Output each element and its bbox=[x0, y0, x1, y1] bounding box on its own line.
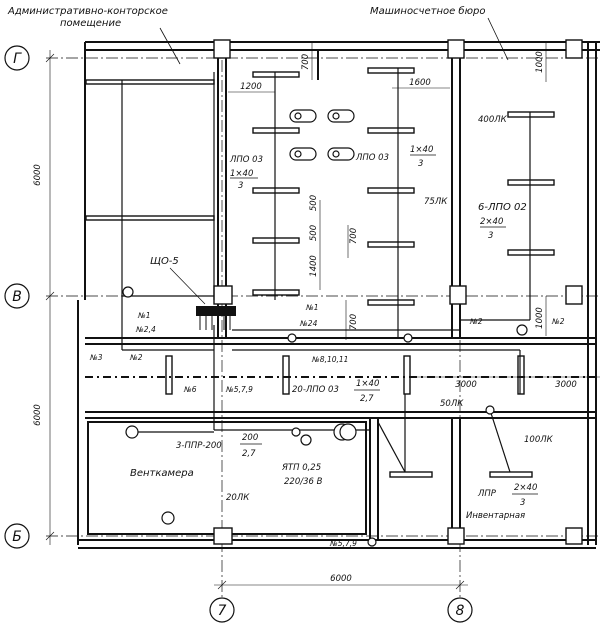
caption-admin-office-2: помещение bbox=[60, 18, 121, 29]
columns bbox=[213, 39, 583, 545]
axis-marker-8: 8 bbox=[447, 597, 473, 623]
axis-label-v: В bbox=[12, 289, 22, 305]
axis-marker-g: Г bbox=[4, 45, 30, 71]
axis-label-7: 7 bbox=[218, 603, 227, 619]
dim-3000-b: 3000 bbox=[555, 380, 577, 390]
dim-500b: 500 bbox=[309, 225, 319, 241]
dim-span-lower: 6000 bbox=[33, 404, 43, 426]
sconces bbox=[289, 109, 355, 161]
luminaires bbox=[85, 67, 555, 478]
label-lux-400: 400ЛК bbox=[478, 115, 508, 125]
dim-700-bot: 700 bbox=[349, 314, 359, 330]
label-n579-bot: №5,7,9 bbox=[329, 539, 357, 548]
leader-shcho bbox=[169, 267, 206, 305]
label-n1-left: №1 bbox=[137, 311, 151, 320]
label-lpo03-right-num: 1×40 bbox=[410, 145, 433, 155]
dim-1600: 1600 bbox=[409, 78, 431, 88]
label-lpo03-left-num: 1×40 bbox=[230, 169, 253, 179]
label-lpo02-den: 3 bbox=[488, 231, 493, 241]
label-n1-mid: №1 bbox=[305, 303, 319, 312]
walls bbox=[77, 41, 600, 549]
label-lpo03-left-den: 3 bbox=[238, 181, 243, 191]
dim-span-bottom: 6000 bbox=[330, 574, 352, 584]
label-vent: Венткамера bbox=[130, 468, 194, 479]
label-lux-20: 20ЛК bbox=[226, 493, 250, 503]
label-shcho: ЩО-5 bbox=[150, 256, 179, 267]
distribution-board bbox=[196, 306, 236, 330]
label-lux-75: 75ЛК bbox=[424, 197, 448, 207]
label-n24-mid: №24 bbox=[299, 319, 318, 328]
label-lpo02: 6-ЛПО 02 bbox=[478, 202, 527, 213]
label-lux-100: 100ЛК bbox=[524, 435, 554, 445]
label-ppr-num: 200 bbox=[242, 433, 258, 443]
caption-admin-office-1: Административно-конторское bbox=[7, 6, 168, 17]
dim-3000-a: 3000 bbox=[455, 380, 477, 390]
label-n2-right: №2 bbox=[551, 317, 565, 326]
axis-label-g: Г bbox=[13, 51, 22, 67]
dim-500a: 500 bbox=[309, 195, 319, 211]
dim-1000-top: 1000 bbox=[535, 51, 545, 73]
dim-span-upper: 6000 bbox=[33, 164, 43, 186]
label-n579-mid: №5,7,9 bbox=[225, 385, 253, 394]
label-ytp: ЯТП 0,25 bbox=[281, 463, 321, 473]
label-inventory: Инвентарная bbox=[466, 511, 525, 521]
label-lpr: ЛПР bbox=[477, 489, 497, 499]
label-lpo20: 20-ЛПО 03 bbox=[292, 385, 339, 395]
dim-1000-bot: 1000 bbox=[535, 307, 545, 329]
leader-admin bbox=[159, 27, 181, 65]
label-ytp-v: 220/36 В bbox=[284, 477, 323, 487]
dim-700-mid: 700 bbox=[349, 228, 359, 244]
label-lpo03-right-den: 3 bbox=[418, 159, 423, 169]
label-ppr-den: 2,7 bbox=[242, 449, 256, 459]
dimension-lines bbox=[45, 42, 600, 590]
label-lpo02-num: 2×40 bbox=[480, 217, 503, 227]
axis-marker-7: 7 bbox=[209, 597, 235, 623]
label-n2-left: №2 bbox=[129, 353, 143, 362]
dim-700-top: 700 bbox=[301, 54, 311, 70]
dim-1200: 1200 bbox=[240, 82, 262, 92]
switches bbox=[122, 286, 528, 547]
label-n3: №3 bbox=[89, 353, 103, 362]
axis-marker-b: Б bbox=[4, 523, 30, 549]
label-ppr: 3-ППР-200 bbox=[176, 441, 222, 451]
label-n24-left: №2,4 bbox=[135, 325, 156, 334]
label-lpr-num: 2×40 bbox=[514, 483, 537, 493]
axis-label-8: 8 bbox=[456, 603, 465, 619]
label-lpo03-right: ЛПО 03 bbox=[355, 153, 389, 163]
label-lux-50: 50ЛК bbox=[440, 399, 464, 409]
label-lpo03-left: ЛПО 03 bbox=[229, 155, 263, 165]
label-lpr-den: 3 bbox=[520, 498, 525, 508]
dim-1400: 1400 bbox=[309, 255, 319, 277]
label-lpo20-den: 2,7 bbox=[360, 394, 374, 404]
label-n8: №8,10,11 bbox=[311, 355, 348, 364]
caption-computing-bureau: Машиносчетное бюро bbox=[370, 5, 485, 17]
axis-marker-v: В bbox=[4, 283, 30, 309]
label-lpo20-num: 1×40 bbox=[356, 379, 379, 389]
leader-bureau bbox=[487, 17, 509, 61]
axis-label-b: Б bbox=[12, 529, 22, 545]
label-n2-mid: №2 bbox=[469, 317, 483, 326]
label-n6: №6 bbox=[183, 385, 197, 394]
